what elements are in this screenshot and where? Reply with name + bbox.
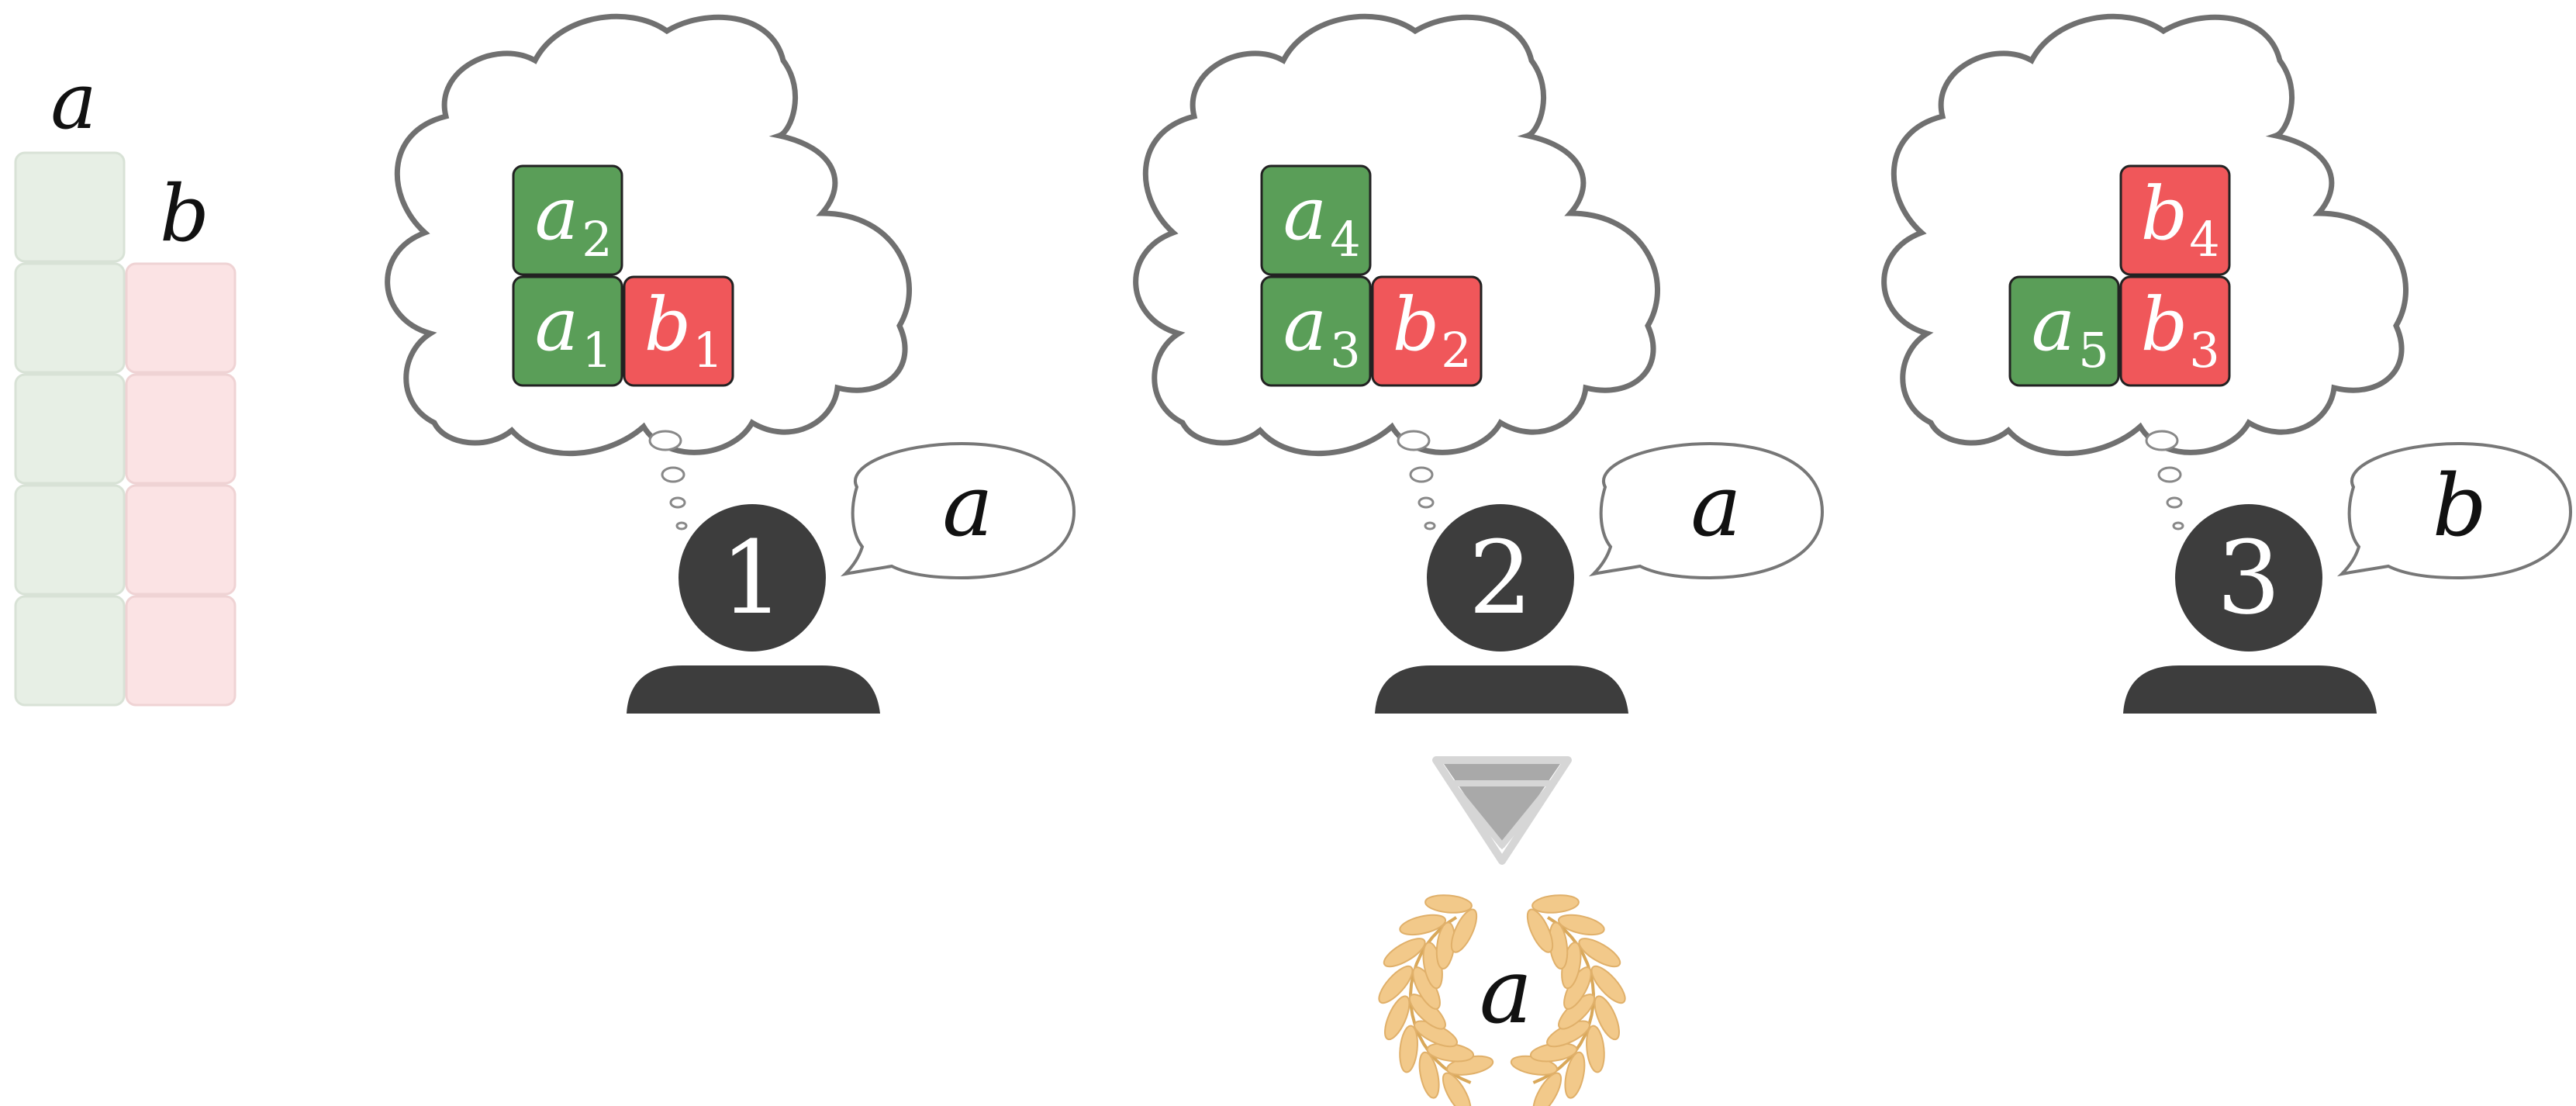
stack-cell-b: [125, 484, 237, 596]
vote-stack: a b: [14, 56, 237, 707]
block-var: a: [535, 282, 579, 368]
block-var: b: [1393, 282, 1440, 368]
thought-bubble: [669, 496, 686, 509]
laurel-leaf: [1557, 914, 1605, 936]
stack-cell-a: [14, 151, 126, 263]
laurel-leaf: [1450, 908, 1478, 953]
block-0: a 4: [1260, 164, 1372, 276]
laurel-leaf: [1578, 938, 1621, 968]
block-0: b 4: [2119, 164, 2231, 276]
stack-cell-b: [125, 373, 237, 485]
laurel-leaf: [1424, 894, 1473, 914]
thought-bubble: [1397, 430, 1431, 451]
block-2: b 2: [1371, 275, 1483, 387]
person-body: [1375, 665, 1628, 714]
voter-1: a 2 a 1 b 1 1 a: [385, 13, 1076, 714]
block-var: b: [2141, 171, 2188, 257]
voter-number: 1: [720, 519, 785, 637]
laurel-leaf: [1532, 1072, 1563, 1106]
stack-cell-a: [14, 595, 126, 707]
speech-vote: a: [942, 456, 993, 555]
thought-bubble: [661, 466, 685, 483]
block-0: a 2: [512, 164, 623, 276]
block-sub: 3: [1330, 322, 1360, 378]
block-2: b 3: [2119, 275, 2231, 387]
laurel-leaf: [1531, 894, 1580, 914]
block-sub: 1: [582, 322, 612, 378]
block-sub: 5: [2078, 322, 2108, 378]
block-var: a: [2032, 282, 2076, 368]
speech-bubble: [840, 441, 1076, 580]
block-2: b 1: [623, 275, 734, 387]
stack-cell-b: [125, 262, 237, 374]
speech-vote: b: [2433, 456, 2487, 555]
block-var: b: [644, 282, 692, 368]
voter-3: b 4 a 5 b 3 3 b: [1881, 13, 2573, 714]
person-body: [2123, 665, 2377, 714]
laurel-leaf: [1399, 914, 1447, 936]
laurel-leaf: [1526, 908, 1554, 953]
stack-cell-b: [125, 595, 237, 707]
laurel-leaf: [1594, 995, 1620, 1041]
thought-bubble: [2145, 430, 2179, 451]
voter-number: 2: [1469, 519, 1533, 637]
block-sub: 4: [2189, 211, 2219, 268]
stack-label-a: a: [50, 56, 97, 147]
voter-2: a 4 a 3 b 2 2 a: [1133, 13, 1825, 714]
thought-bubble: [1417, 496, 1435, 509]
thought-bubble: [1409, 466, 1434, 483]
person-body: [627, 665, 880, 714]
stack-cell-a: [14, 262, 126, 374]
block-var: a: [1283, 282, 1328, 368]
laurel-leaf: [1586, 1025, 1605, 1073]
laurel-leaf: [1399, 1025, 1418, 1073]
laurel-leaf: [1590, 965, 1626, 1004]
laurel-wreath-icon: [1378, 894, 1626, 1106]
laurel-leaf: [1418, 1051, 1440, 1099]
laurel-leaf: [1564, 1051, 1586, 1099]
result-winner: a: [1480, 940, 1533, 1044]
speech-vote: a: [1690, 456, 1742, 555]
down-arrow-icon: [1432, 756, 1572, 865]
block-1: a 3: [1260, 275, 1372, 387]
stack-cell-a: [14, 484, 126, 596]
thought-bubble: [675, 521, 688, 531]
laurel-leaf: [1378, 965, 1414, 1004]
block-sub: 2: [1441, 322, 1471, 378]
block-sub: 2: [582, 211, 612, 268]
thought-cloud: [1133, 13, 1661, 457]
thought-bubble: [648, 430, 682, 451]
stack-cell-a: [14, 373, 126, 485]
thought-bubble: [1424, 521, 1436, 531]
person-head: [2175, 504, 2322, 652]
block-sub: 4: [1330, 211, 1360, 268]
thought-bubble: [2157, 466, 2182, 483]
stack-label-b: b: [160, 168, 209, 259]
thought-bubble: [2172, 521, 2184, 531]
block-sub: 1: [692, 322, 723, 378]
person-head: [679, 504, 826, 652]
voter-number: 3: [2217, 519, 2281, 637]
thought-bubble: [2166, 496, 2183, 509]
laurel-leaf: [1442, 1072, 1472, 1106]
laurel-leaf: [1384, 995, 1411, 1041]
block-var: a: [1283, 171, 1328, 257]
speech-bubble: [1588, 441, 1825, 580]
block-var: b: [2141, 282, 2188, 368]
laurel-leaf: [1383, 938, 1426, 968]
thought-cloud: [385, 13, 913, 457]
block-1: a 5: [2008, 275, 2120, 387]
block-1: a 1: [512, 275, 623, 387]
speech-bubble: [2336, 441, 2573, 580]
block-var: a: [535, 171, 579, 257]
person-head: [1427, 504, 1574, 652]
block-sub: 3: [2189, 322, 2219, 378]
